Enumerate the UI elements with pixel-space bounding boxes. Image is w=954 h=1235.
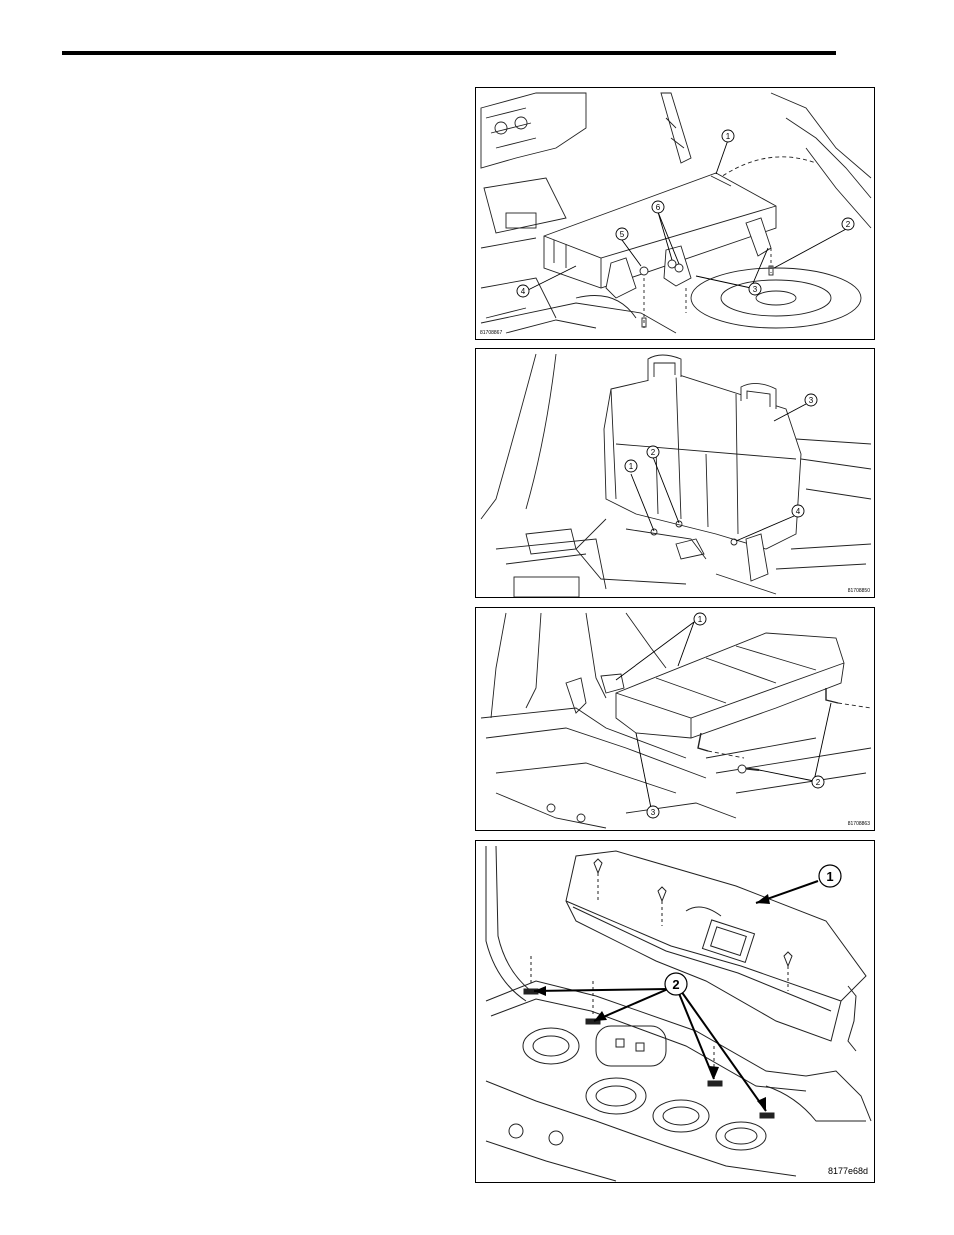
- fig1-callout-3: 3: [753, 285, 758, 294]
- figure-1-seat-cushion-frame: 1 2 3 4 5 6 81708867: [475, 87, 875, 340]
- fig1-callout-6: 6: [656, 203, 661, 212]
- figure-3-seat-cushion: 1 2 3 81708863: [475, 607, 875, 831]
- figure-1-illustration: 1 2 3 4 5 6: [476, 88, 875, 340]
- figure-2-seat-back: 1 2 3 4 81708850: [475, 348, 875, 598]
- fig4-callout-1: 1: [826, 869, 833, 884]
- figure-3-illustration: 1 2 3: [476, 608, 875, 831]
- fig1-callout-5: 5: [620, 230, 625, 239]
- figure-4-illustration: 1 2: [476, 841, 875, 1183]
- fig3-callout-3: 3: [651, 808, 656, 817]
- fig2-callout-4: 4: [796, 507, 801, 516]
- figure-4-id: 8177e68d: [828, 1166, 868, 1176]
- fig4-callout-2: 2: [672, 977, 679, 992]
- fig2-callout-1: 1: [629, 462, 634, 471]
- figure-4-rear-shelf-trim: 1 2 8177e68d: [475, 840, 875, 1183]
- header-rule: [62, 51, 836, 55]
- fig3-callout-1: 1: [698, 615, 703, 624]
- figure-2-illustration: 1 2 3 4: [476, 349, 875, 598]
- fig1-callout-4: 4: [521, 287, 526, 296]
- fig1-callout-1: 1: [726, 132, 731, 141]
- figure-1-id: 81708867: [480, 330, 502, 336]
- fig2-callout-3: 3: [809, 396, 814, 405]
- figure-2-id: 81708850: [848, 588, 870, 594]
- fig3-callout-2: 2: [816, 778, 821, 787]
- fig2-callout-2: 2: [651, 448, 656, 457]
- figure-3-id: 81708863: [848, 821, 870, 827]
- fig1-callout-2: 2: [846, 220, 851, 229]
